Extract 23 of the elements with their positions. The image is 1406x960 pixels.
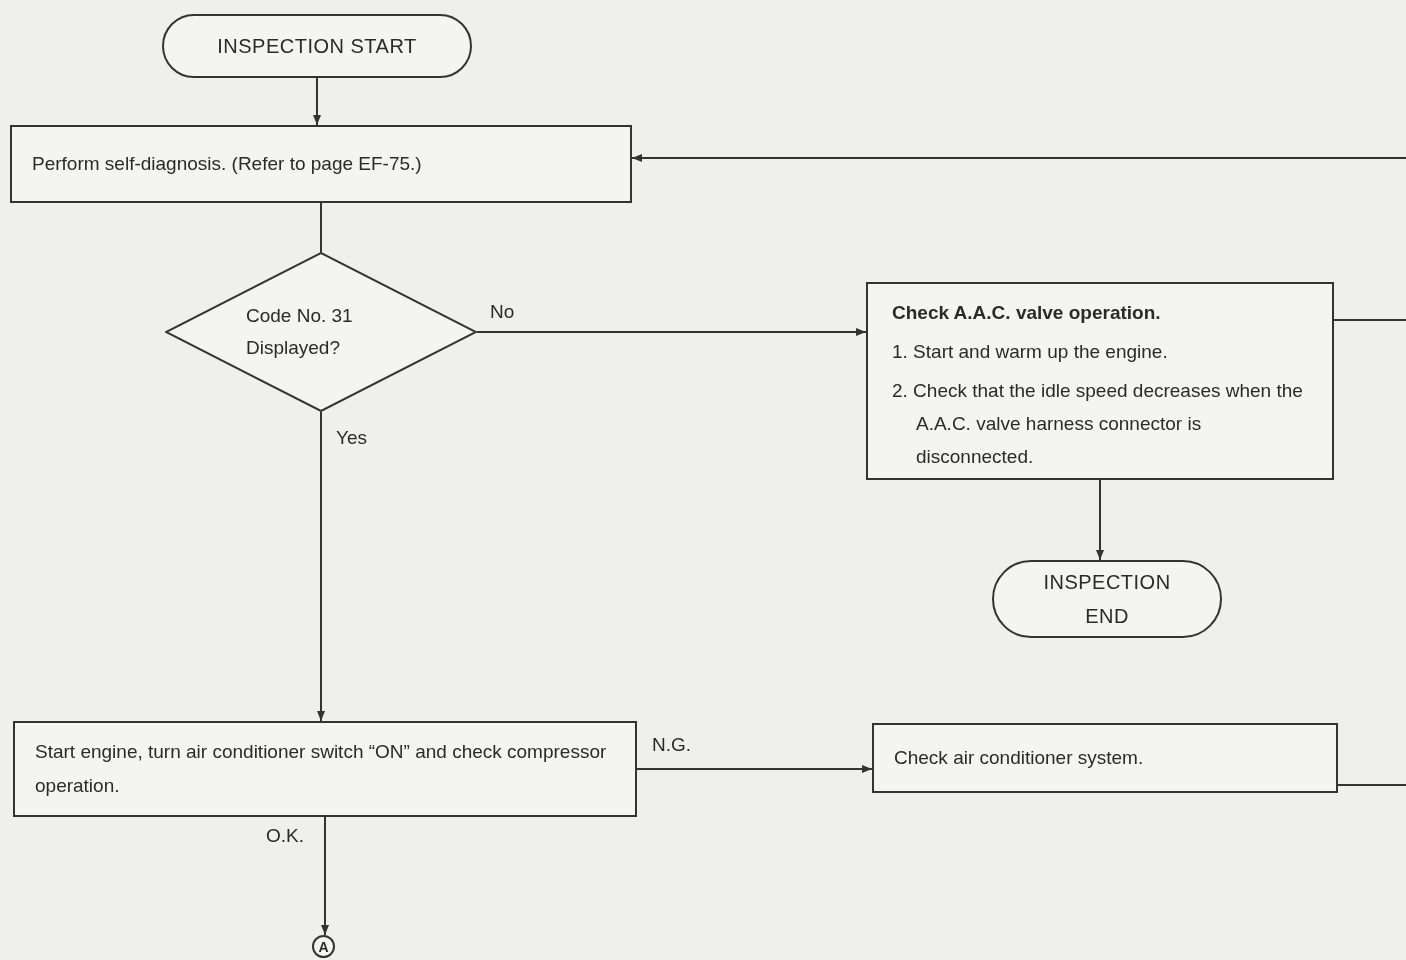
- arrow: [321, 816, 329, 936]
- node-text: INSPECTION START: [217, 34, 417, 59]
- step-text: 1. Start and warm up the engine.: [892, 340, 1169, 364]
- node-text: Perform self-diagnosis. (Refer to page EF-75.): [32, 152, 422, 176]
- arrow: [636, 765, 873, 773]
- arrow: [1096, 479, 1104, 561]
- arrow: [476, 328, 867, 336]
- step-text: 2. Check that the idle speed decreases when the A.A.C. valve harness connector is disconnected.: [892, 379, 1304, 469]
- arrow: [313, 77, 321, 126]
- decision-text: Code No. 31 Displayed?: [246, 304, 354, 360]
- connector-letter: A: [318, 939, 329, 954]
- process-box: [10, 125, 632, 203]
- process-box: [866, 282, 1334, 480]
- arrow: [631, 154, 1406, 162]
- node-text: Start engine, turn air conditioner switch “ON” and check compressor operation.: [35, 740, 608, 798]
- box-heading: Check A.A.C. valve operation.: [892, 301, 1162, 325]
- terminal-box: [162, 14, 472, 78]
- process-box: [872, 723, 1338, 793]
- node-text: Check air conditioner system.: [894, 746, 1144, 770]
- arrow: [317, 411, 325, 722]
- decision-diamond: [165, 252, 477, 412]
- node-text: INSPECTION END: [1042, 570, 1172, 629]
- process-box: [13, 721, 637, 817]
